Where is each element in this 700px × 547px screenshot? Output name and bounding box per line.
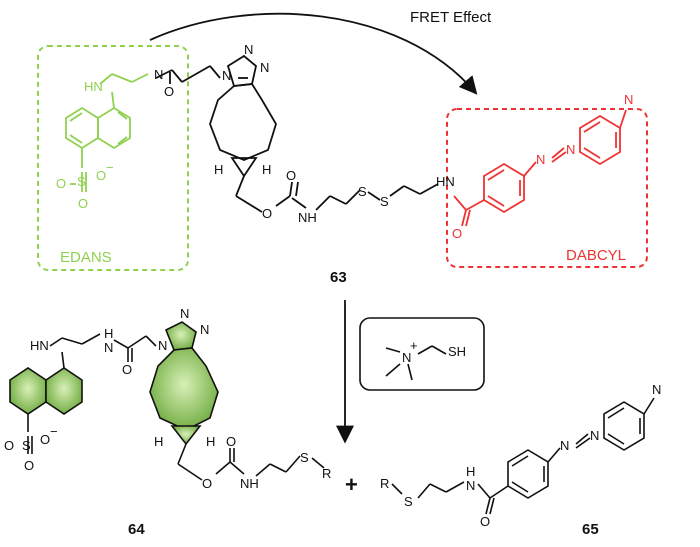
carbamate-o-63: O: [262, 206, 272, 221]
linker-core-63: [155, 54, 439, 213]
h-right-63: H: [262, 162, 271, 177]
disulfide-s2: S: [380, 194, 389, 209]
edans-minus-label: −: [106, 160, 114, 175]
h-left-64: H: [154, 434, 163, 449]
carbamate-o-64: O: [202, 476, 212, 491]
compound-64-label: 64: [128, 521, 145, 538]
edans-label: EDANS: [60, 249, 112, 266]
sulfonate-s-64: S: [22, 438, 31, 453]
amide-nh-64-h: H: [104, 326, 113, 341]
carbamate-nh-63: NH: [298, 210, 317, 225]
amide-o-65: O: [480, 514, 490, 529]
edans-box: [37, 45, 189, 271]
structure-65: [391, 397, 655, 515]
dabcyl-structure: [453, 109, 627, 227]
plus-sign: +: [345, 472, 358, 497]
sulfonate-minus-64: −: [50, 424, 58, 439]
disulfide-s1: S: [358, 184, 367, 199]
triazole-n2-64: N: [180, 306, 189, 321]
thioether-s-65: S: [404, 494, 413, 509]
triazole-n1-64: N: [158, 338, 167, 353]
dabcyl-nme2-63: N: [624, 92, 633, 107]
sulfonate-o3-64: O: [40, 432, 50, 447]
sulfonate-o2-64: O: [24, 458, 34, 473]
carbonyl-o-63: O: [286, 168, 296, 183]
reagent-sh: SH: [448, 344, 466, 359]
structure-64: [9, 321, 325, 481]
amide-nh-65-n: N: [466, 478, 475, 493]
amide-nh-65-h: H: [466, 464, 475, 479]
triazole-n3-63: N: [260, 60, 269, 75]
amide-nh-64-n: N: [104, 340, 113, 355]
triazole-n1-63: N: [222, 68, 231, 83]
azo-n2-63: N: [566, 142, 575, 157]
edans-s-label: S: [77, 174, 86, 189]
edans-o1-label: O: [56, 176, 66, 191]
amide-o-64: O: [122, 362, 132, 377]
h-right-64: H: [206, 434, 215, 449]
dabcyl-amide-nh-63: HN: [436, 174, 455, 189]
dabcyl-label: DABCYL: [566, 247, 626, 264]
reagent-charge: +: [410, 338, 418, 353]
dabcyl-box: [446, 108, 648, 268]
edans-nh-label: HN: [84, 79, 103, 94]
compound-65-label: 65: [582, 521, 599, 538]
compound-63-label: 63: [330, 269, 347, 286]
thioether-s-64: S: [300, 450, 309, 465]
azo-n1-65: N: [560, 438, 569, 453]
reagent-n: N: [402, 350, 411, 365]
edans-o2-label: O: [78, 196, 88, 211]
sulfonate-o1-64: O: [4, 438, 14, 453]
amide-o-63: O: [164, 84, 174, 99]
r-group-64: R: [322, 466, 331, 481]
fret-arrow: [149, 12, 478, 95]
r-group-65: R: [380, 476, 389, 491]
fret-label: FRET Effect: [410, 9, 492, 26]
reagent-box: [359, 317, 485, 391]
edans-o3-label: O: [96, 168, 106, 183]
azo-n1-63: N: [536, 152, 545, 167]
carbonyl-o-64: O: [226, 434, 236, 449]
nme2-65: N: [652, 382, 661, 397]
azo-n2-65: N: [590, 428, 599, 443]
carbamate-nh-64: NH: [240, 476, 259, 491]
triazole-n3-64: N: [200, 322, 209, 337]
edans-structure: [65, 73, 149, 192]
triazole-n2-63: N: [244, 42, 253, 57]
nh-64: HN: [30, 338, 49, 353]
reagent-structure: [385, 345, 447, 381]
dabcyl-o-63: O: [452, 226, 462, 241]
amide-nh-63: N: [154, 67, 163, 82]
h-left-63: H: [214, 162, 223, 177]
